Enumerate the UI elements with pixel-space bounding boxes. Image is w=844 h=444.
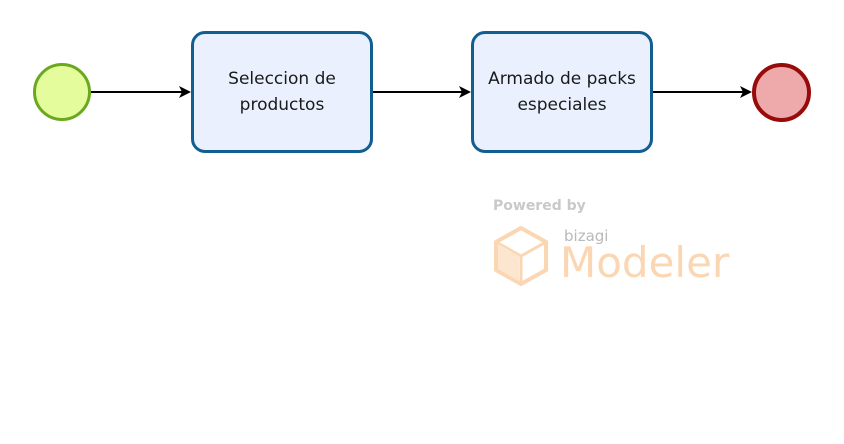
task-label: Seleccion de productos [228, 69, 336, 115]
start-event[interactable] [33, 63, 91, 121]
task-seleccion-de-productos[interactable]: Seleccion de productos [191, 31, 373, 153]
task-armado-de-packs-especiales[interactable]: Armado de packs especiales [471, 31, 653, 153]
bizagi-cube-logo-icon [494, 226, 548, 286]
bizagi-brand-text: bizagi [564, 227, 609, 245]
powered-by-text: Powered by [493, 198, 586, 214]
bizagi-watermark: Powered by bizagi Modeler [492, 198, 742, 293]
end-event[interactable] [752, 63, 811, 122]
task-label: Armado de packs especiales [488, 69, 636, 115]
modeler-product-text: Modeler [560, 238, 730, 287]
